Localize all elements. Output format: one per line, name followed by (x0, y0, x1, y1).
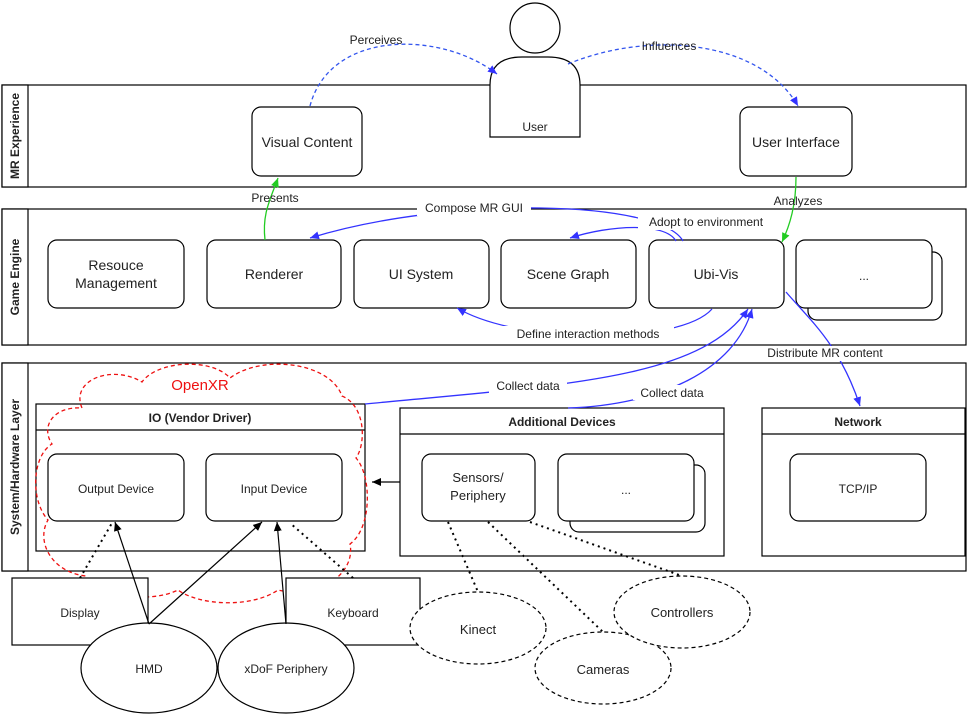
output-device-node: Output Device (47, 453, 185, 522)
edge-label-influences: Influences (642, 39, 697, 53)
edge-sensors-kinect (447, 521, 479, 593)
edge-label-compose-gui-bg (417, 200, 531, 216)
tcpip-node: TCP/IP (789, 453, 927, 522)
user-interface-label: User Interface (752, 134, 840, 150)
band-label-system-layer: System/Hardware Layer (8, 399, 22, 535)
visual-content-label: Visual Content (262, 134, 353, 150)
renderer-label: Renderer (245, 266, 304, 282)
user-actor: User (489, 2, 581, 138)
kinect-node: Kinect (409, 591, 547, 665)
xdof-periphery-label: xDoF Periphery (244, 662, 327, 676)
more-devices-label: ... (621, 483, 631, 497)
edge-adopt-env (569, 226, 677, 242)
edge-label-collect-data-1-bg (489, 378, 567, 393)
edge-label-collect-data-2: Collect data (640, 386, 704, 400)
io-vendor-driver-header: IO (Vendor Driver) (149, 411, 252, 425)
more-devices-node: ... (557, 453, 706, 533)
edge-collect-data-additional (567, 308, 754, 409)
network-header: Network (834, 415, 882, 429)
controllers-node: Controllers (613, 575, 751, 649)
edge-label-collect-data-2-bg (633, 385, 711, 400)
edge-hmd-output (114, 521, 150, 625)
xdof-periphery-node: xDoF Periphery (217, 622, 355, 714)
user-edges: Perceives Influences (309, 33, 799, 107)
display-label: Display (60, 606, 99, 620)
edge-label-define-interaction: Define interaction methods (517, 327, 660, 341)
edge-hmd-input (148, 521, 263, 625)
edge-label-adopt-env: Adopt to environment (649, 215, 764, 229)
edge-label-define-interaction-bg (502, 326, 674, 342)
edge-label-collect-data-1: Collect data (496, 379, 560, 393)
openxr-cloud: OpenXR (35, 363, 368, 604)
output-device-label: Output Device (78, 482, 154, 496)
edge-perceives (309, 43, 498, 107)
edge-label-analyzes: Analyzes (774, 194, 823, 208)
renderer-node: Renderer (206, 239, 342, 309)
scene-graph-label: Scene Graph (527, 266, 610, 282)
sensors-label-line2: Periphery (450, 488, 506, 503)
scene-graph-node: Scene Graph (500, 239, 637, 309)
band-label-mr-experience: MR Experience (8, 93, 22, 179)
blue-edges: Compose MR GUI Adopt to environment Defi… (309, 200, 892, 409)
band-label-game-engine: Game Engine (8, 238, 22, 315)
edge-label-perceives: Perceives (350, 33, 403, 47)
resource-management-node: Resouce Management (47, 239, 185, 309)
ui-system-label: UI System (389, 266, 454, 282)
tcpip-label: TCP/IP (839, 482, 878, 496)
green-edges: Presents Analyzes (251, 176, 823, 243)
cameras-node: Cameras (534, 631, 672, 705)
controllers-label: Controllers (651, 605, 714, 620)
keyboard-label: Keyboard (327, 606, 378, 620)
hardware-edges (79, 478, 683, 633)
additional-devices-header: Additional Devices (508, 415, 616, 429)
edge-label-distribute-content: Distribute MR content (767, 346, 883, 360)
user-label: User (522, 120, 547, 134)
edge-label-compose-gui: Compose MR GUI (425, 201, 523, 215)
ubi-vis-label: Ubi-Vis (694, 266, 739, 282)
edge-influences (567, 44, 799, 107)
edge-label-adopt-env-bg (638, 215, 774, 230)
edge-label-presents: Presents (251, 191, 298, 205)
edge-label-distribute-content-bg (758, 346, 892, 361)
hmd-node: HMD (80, 622, 218, 714)
edge-presents (263, 177, 279, 241)
resource-management-label-line2: Management (75, 275, 157, 291)
display-node: Display (11, 577, 149, 646)
edge-collect-data-io (364, 308, 749, 405)
more-engine-modules-node: ... (795, 239, 943, 321)
sensors-periphery-node: Sensors/ Periphery (421, 453, 536, 522)
edge-sensors-cameras (487, 521, 604, 633)
user-interface-node: User Interface (739, 106, 853, 177)
input-device-label: Input Device (241, 482, 308, 496)
openxr-label: OpenXR (171, 377, 229, 394)
cameras-label: Cameras (577, 662, 630, 677)
user-head (509, 2, 561, 54)
edge-xdof-input (273, 521, 287, 625)
edge-display-output (79, 522, 113, 579)
ubi-vis-node: Ubi-Vis (648, 239, 785, 309)
input-device-node: Input Device (205, 453, 343, 522)
edge-keyboard-input (289, 522, 354, 579)
edge-analyzes (781, 176, 797, 243)
kinect-label: Kinect (460, 622, 497, 637)
ui-system-node: UI System (353, 239, 490, 309)
visual-content-node: Visual Content (251, 106, 363, 177)
sensors-label-line1: Sensors/ (452, 470, 504, 485)
edge-distribute-content (785, 291, 861, 407)
resource-management-label-line1: Resouce (88, 257, 143, 273)
more-engine-modules-label: ... (859, 269, 869, 283)
hmd-label: HMD (135, 662, 163, 676)
